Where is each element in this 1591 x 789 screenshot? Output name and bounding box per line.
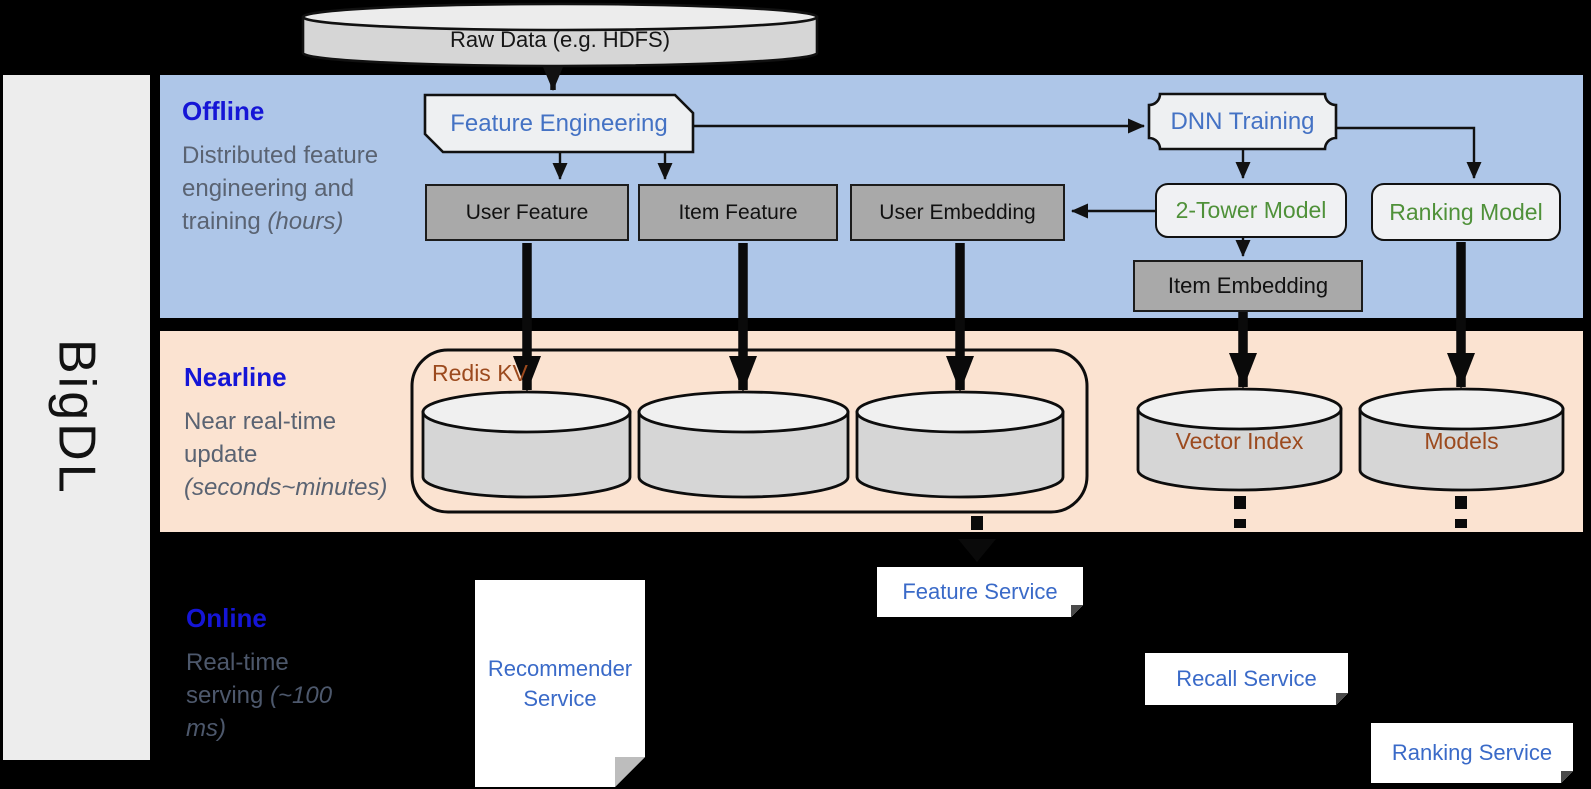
two-tower-model-box: 2-Tower Model [1155, 183, 1347, 238]
arrow-dnn-to-ranking-model [1336, 126, 1482, 179]
recall-service-label: Recall Service [1176, 666, 1317, 691]
redis-kv-container [410, 348, 1089, 514]
nearline-desc-text: Near real-time update [184, 408, 337, 468]
user-feature-box: User Feature [425, 184, 629, 241]
item-feature-box: Item Feature [638, 184, 838, 241]
recommender-service-label: Recommender Service [487, 655, 633, 711]
models-label: Models [1424, 427, 1499, 454]
models-cylinder [1358, 387, 1565, 492]
redis-kv-label: Redis KV [432, 360, 528, 386]
ranking-model-label: Ranking Model [1389, 198, 1543, 225]
dnn-training-label: DNN Training [1170, 107, 1315, 135]
redis-cylinder-3 [855, 390, 1065, 499]
vector-index-label: Vector Index [1175, 427, 1304, 454]
offline-desc-italic: (hours) [267, 208, 344, 235]
online-desc-italic: (~100 ms) [186, 682, 333, 742]
nearline-title: Nearline [184, 362, 287, 392]
redis-cylinder-2 [637, 390, 850, 499]
raw-data-cylinder [301, 2, 819, 68]
vector-index-cylinder [1136, 387, 1343, 492]
two-tower-model-label: 2-Tower Model [1175, 197, 1327, 223]
nearline-desc: Near real-time update (seconds~minutes) [184, 405, 394, 504]
redis-cylinder-1 [421, 390, 632, 499]
recall-service-box: Recall Service [1145, 653, 1348, 705]
offline-title: Offline [182, 96, 265, 126]
feature-engineering-label: Feature Engineering [450, 109, 668, 137]
item-embedding-label: Item Embedding [1167, 273, 1329, 298]
online-desc-text: Real-time serving [186, 649, 289, 709]
nearline-section-label: Nearline Near real-time update (seconds~… [184, 362, 394, 504]
user-feature-label: User Feature [465, 200, 589, 224]
offline-desc: Distributed feature engineering and trai… [182, 139, 392, 238]
online-desc: Real-time serving (~100 ms) [186, 646, 336, 745]
recommender-service-doc: Recommender Service [475, 580, 645, 787]
online-title: Online [186, 603, 267, 633]
bigdl-logo-text: BigDL [47, 339, 106, 496]
offline-desc-text: Distributed feature engineering and trai… [182, 142, 379, 235]
feature-engineering-shape [423, 93, 695, 154]
feature-service-label: Feature Service [902, 579, 1058, 604]
online-section-label: Online Real-time serving (~100 ms) [186, 603, 336, 745]
bigdl-sidebar: BigDL [3, 75, 150, 760]
dnn-training-shape [1147, 92, 1338, 151]
item-embedding-box: Item Embedding [1133, 260, 1363, 312]
user-embedding-label: User Embedding [879, 200, 1036, 224]
ranking-service-box: Ranking Service [1371, 723, 1573, 783]
nearline-desc-italic: (seconds~minutes) [184, 474, 388, 501]
raw-data-label: Raw Data (e.g. HDFS) [449, 27, 671, 52]
feature-service-box: Feature Service [877, 567, 1083, 617]
item-feature-label: Item Feature [678, 200, 798, 224]
ranking-service-label: Ranking Service [1391, 740, 1553, 765]
ranking-model-box: Ranking Model [1371, 183, 1561, 241]
offline-section-label: Offline Distributed feature engineering … [182, 96, 392, 238]
arrowhead-to-feature-service [958, 539, 996, 562]
user-embedding-box: User Embedding [850, 184, 1065, 241]
